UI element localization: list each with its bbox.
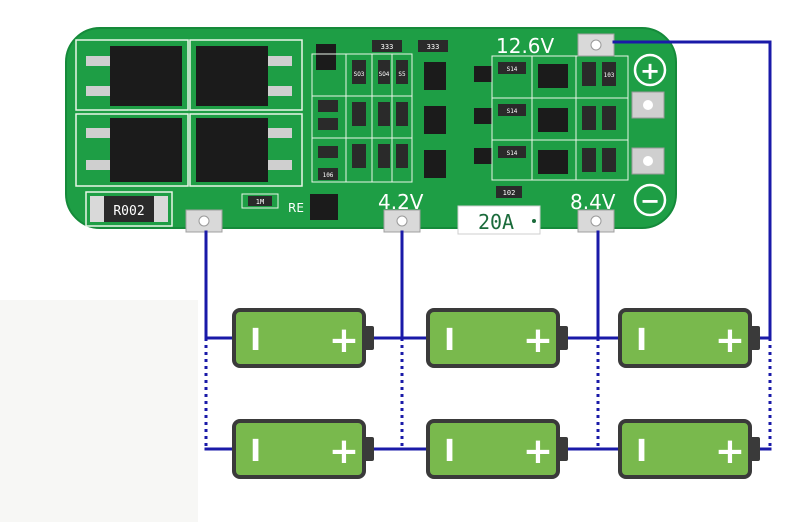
- mosfet-3: [75, 113, 189, 187]
- shunt-resistor: R002: [85, 191, 173, 227]
- plus-symbol-circle: +: [633, 53, 667, 87]
- shunt-label: R002: [113, 204, 144, 219]
- background-panel: [0, 300, 198, 522]
- battery-minus-text: I: [444, 434, 455, 469]
- plus-symbol-text: +: [640, 57, 660, 85]
- pad-b-minus[interactable]: [185, 209, 223, 233]
- resistor-102: 102: [496, 186, 522, 198]
- resistor-1m-code: 1M: [256, 198, 264, 206]
- wire-12v6-lead: [612, 40, 772, 340]
- mosfet-4: [189, 113, 303, 187]
- battery-minus-text: I: [250, 323, 261, 358]
- battery-minus-text: I: [636, 323, 647, 358]
- battery-bottom-3: I +: [618, 419, 760, 479]
- resistor-103-code: 103: [604, 72, 615, 79]
- battery-top-2: I +: [426, 308, 568, 368]
- top-resistors: 333 333: [372, 40, 448, 52]
- battery-top-1: I +: [232, 308, 374, 368]
- current-rating-box: 20A: [457, 205, 541, 235]
- battery-plus-text: +: [715, 431, 745, 472]
- pad-12v6[interactable]: [577, 33, 615, 57]
- bms-pcb-board: R002 1M RE: [65, 27, 677, 235]
- small-code-1: SO3: [354, 71, 365, 78]
- control-ics: [310, 44, 492, 220]
- pad-4v2[interactable]: [383, 209, 421, 233]
- resistor-1m: 1M: [241, 193, 279, 209]
- resistor-333-a: 333: [381, 43, 394, 51]
- small-code-3: S5: [398, 71, 406, 78]
- small-code-4: S14: [507, 66, 518, 73]
- resistor-102-code: 102: [503, 189, 516, 197]
- passive-component-grid: SO3 SO4 S5 106: [311, 53, 413, 183]
- right-passive-grid: S14 S14 S14 103: [491, 55, 629, 181]
- battery-plus-text: +: [523, 431, 553, 472]
- mosfet-group: [75, 39, 303, 187]
- minus-symbol-circle: −: [633, 183, 667, 217]
- battery-bottom-2: I +: [426, 419, 568, 479]
- battery-minus-text: I: [636, 434, 647, 469]
- small-code-5: S14: [507, 108, 518, 115]
- parallel-links: [204, 338, 772, 449]
- mosfet-1: [75, 39, 189, 111]
- battery-top-3: I +: [618, 308, 760, 368]
- mosfet-2: [189, 39, 303, 111]
- voltage-label-12v6: 12.6V: [496, 34, 555, 58]
- wiring: [204, 40, 772, 451]
- battery-plus-text: +: [715, 320, 745, 361]
- small-code-2: SO4: [379, 71, 390, 78]
- battery-plus-text: +: [329, 431, 359, 472]
- battery-minus-text: I: [444, 323, 455, 358]
- battery-plus-text: +: [523, 320, 553, 361]
- re-label: RE: [288, 201, 304, 215]
- resistor-333-b: 333: [427, 43, 440, 51]
- small-code-6: S14: [507, 150, 518, 157]
- battery-minus-text: I: [250, 434, 261, 469]
- battery-plus-text: +: [329, 320, 359, 361]
- battery-bottom-1: I +: [232, 419, 374, 479]
- minus-symbol-text: −: [640, 187, 660, 215]
- resistor-106-code: 106: [323, 172, 334, 179]
- current-rating-label: 20A: [478, 210, 514, 234]
- pad-8v4[interactable]: [577, 209, 615, 233]
